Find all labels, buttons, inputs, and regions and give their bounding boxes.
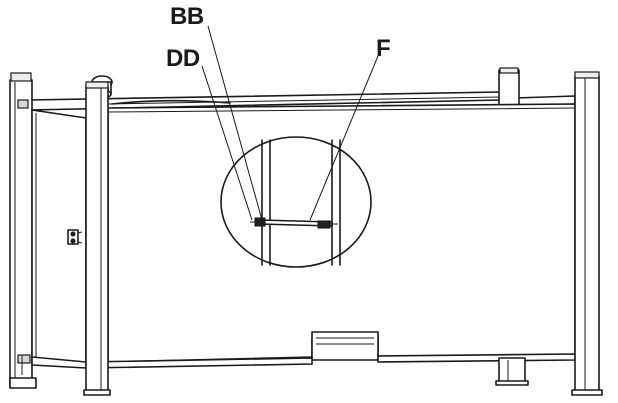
back-left-post bbox=[9, 72, 37, 389]
side-door-panel bbox=[31, 109, 87, 366]
door-latch-icon bbox=[67, 229, 83, 245]
bolt-left-icon bbox=[250, 217, 266, 227]
bolt-right-icon bbox=[317, 220, 338, 229]
front-right-post bbox=[571, 71, 603, 396]
back-right-foot bbox=[495, 357, 529, 386]
callout-dd: DD bbox=[166, 45, 200, 72]
callout-f: F bbox=[376, 35, 390, 62]
callout-bb: BB bbox=[170, 3, 204, 30]
detail-circle bbox=[220, 136, 372, 268]
front-left-post bbox=[83, 81, 111, 396]
forklift-pocket bbox=[311, 331, 379, 361]
leader-lines bbox=[201, 25, 379, 221]
